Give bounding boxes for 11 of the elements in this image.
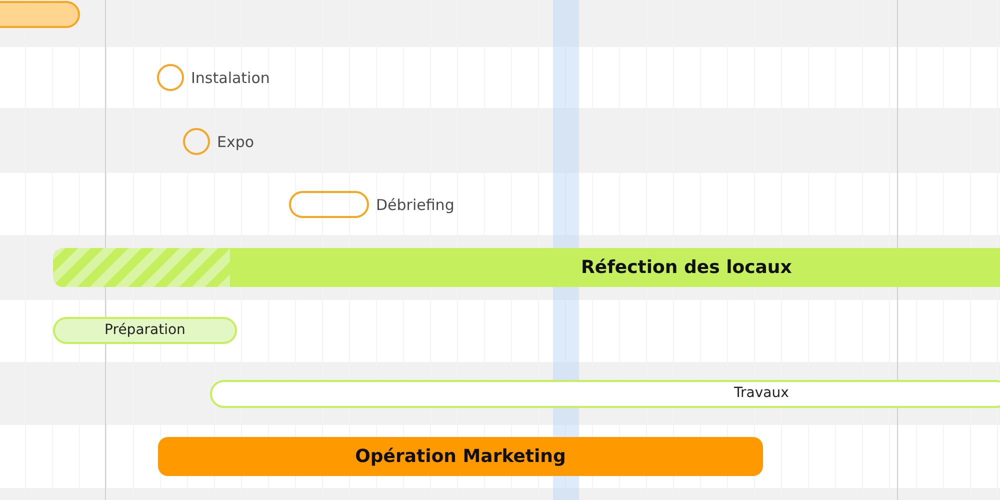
summary-task-bar: Réfection des locaux <box>53 248 1000 287</box>
milestone-marker <box>183 128 210 155</box>
task-bar: Préparation <box>53 317 237 344</box>
task-label: Débriefing <box>376 194 454 214</box>
task-bar <box>0 1 80 28</box>
task-bar: Travaux <box>210 380 1000 408</box>
task-label: Instalation <box>191 68 270 88</box>
task-label: Expo <box>217 132 254 152</box>
milestone-marker <box>157 64 184 91</box>
task-bar <box>289 191 369 218</box>
summary-task-bar: Opération Marketing <box>158 437 763 476</box>
